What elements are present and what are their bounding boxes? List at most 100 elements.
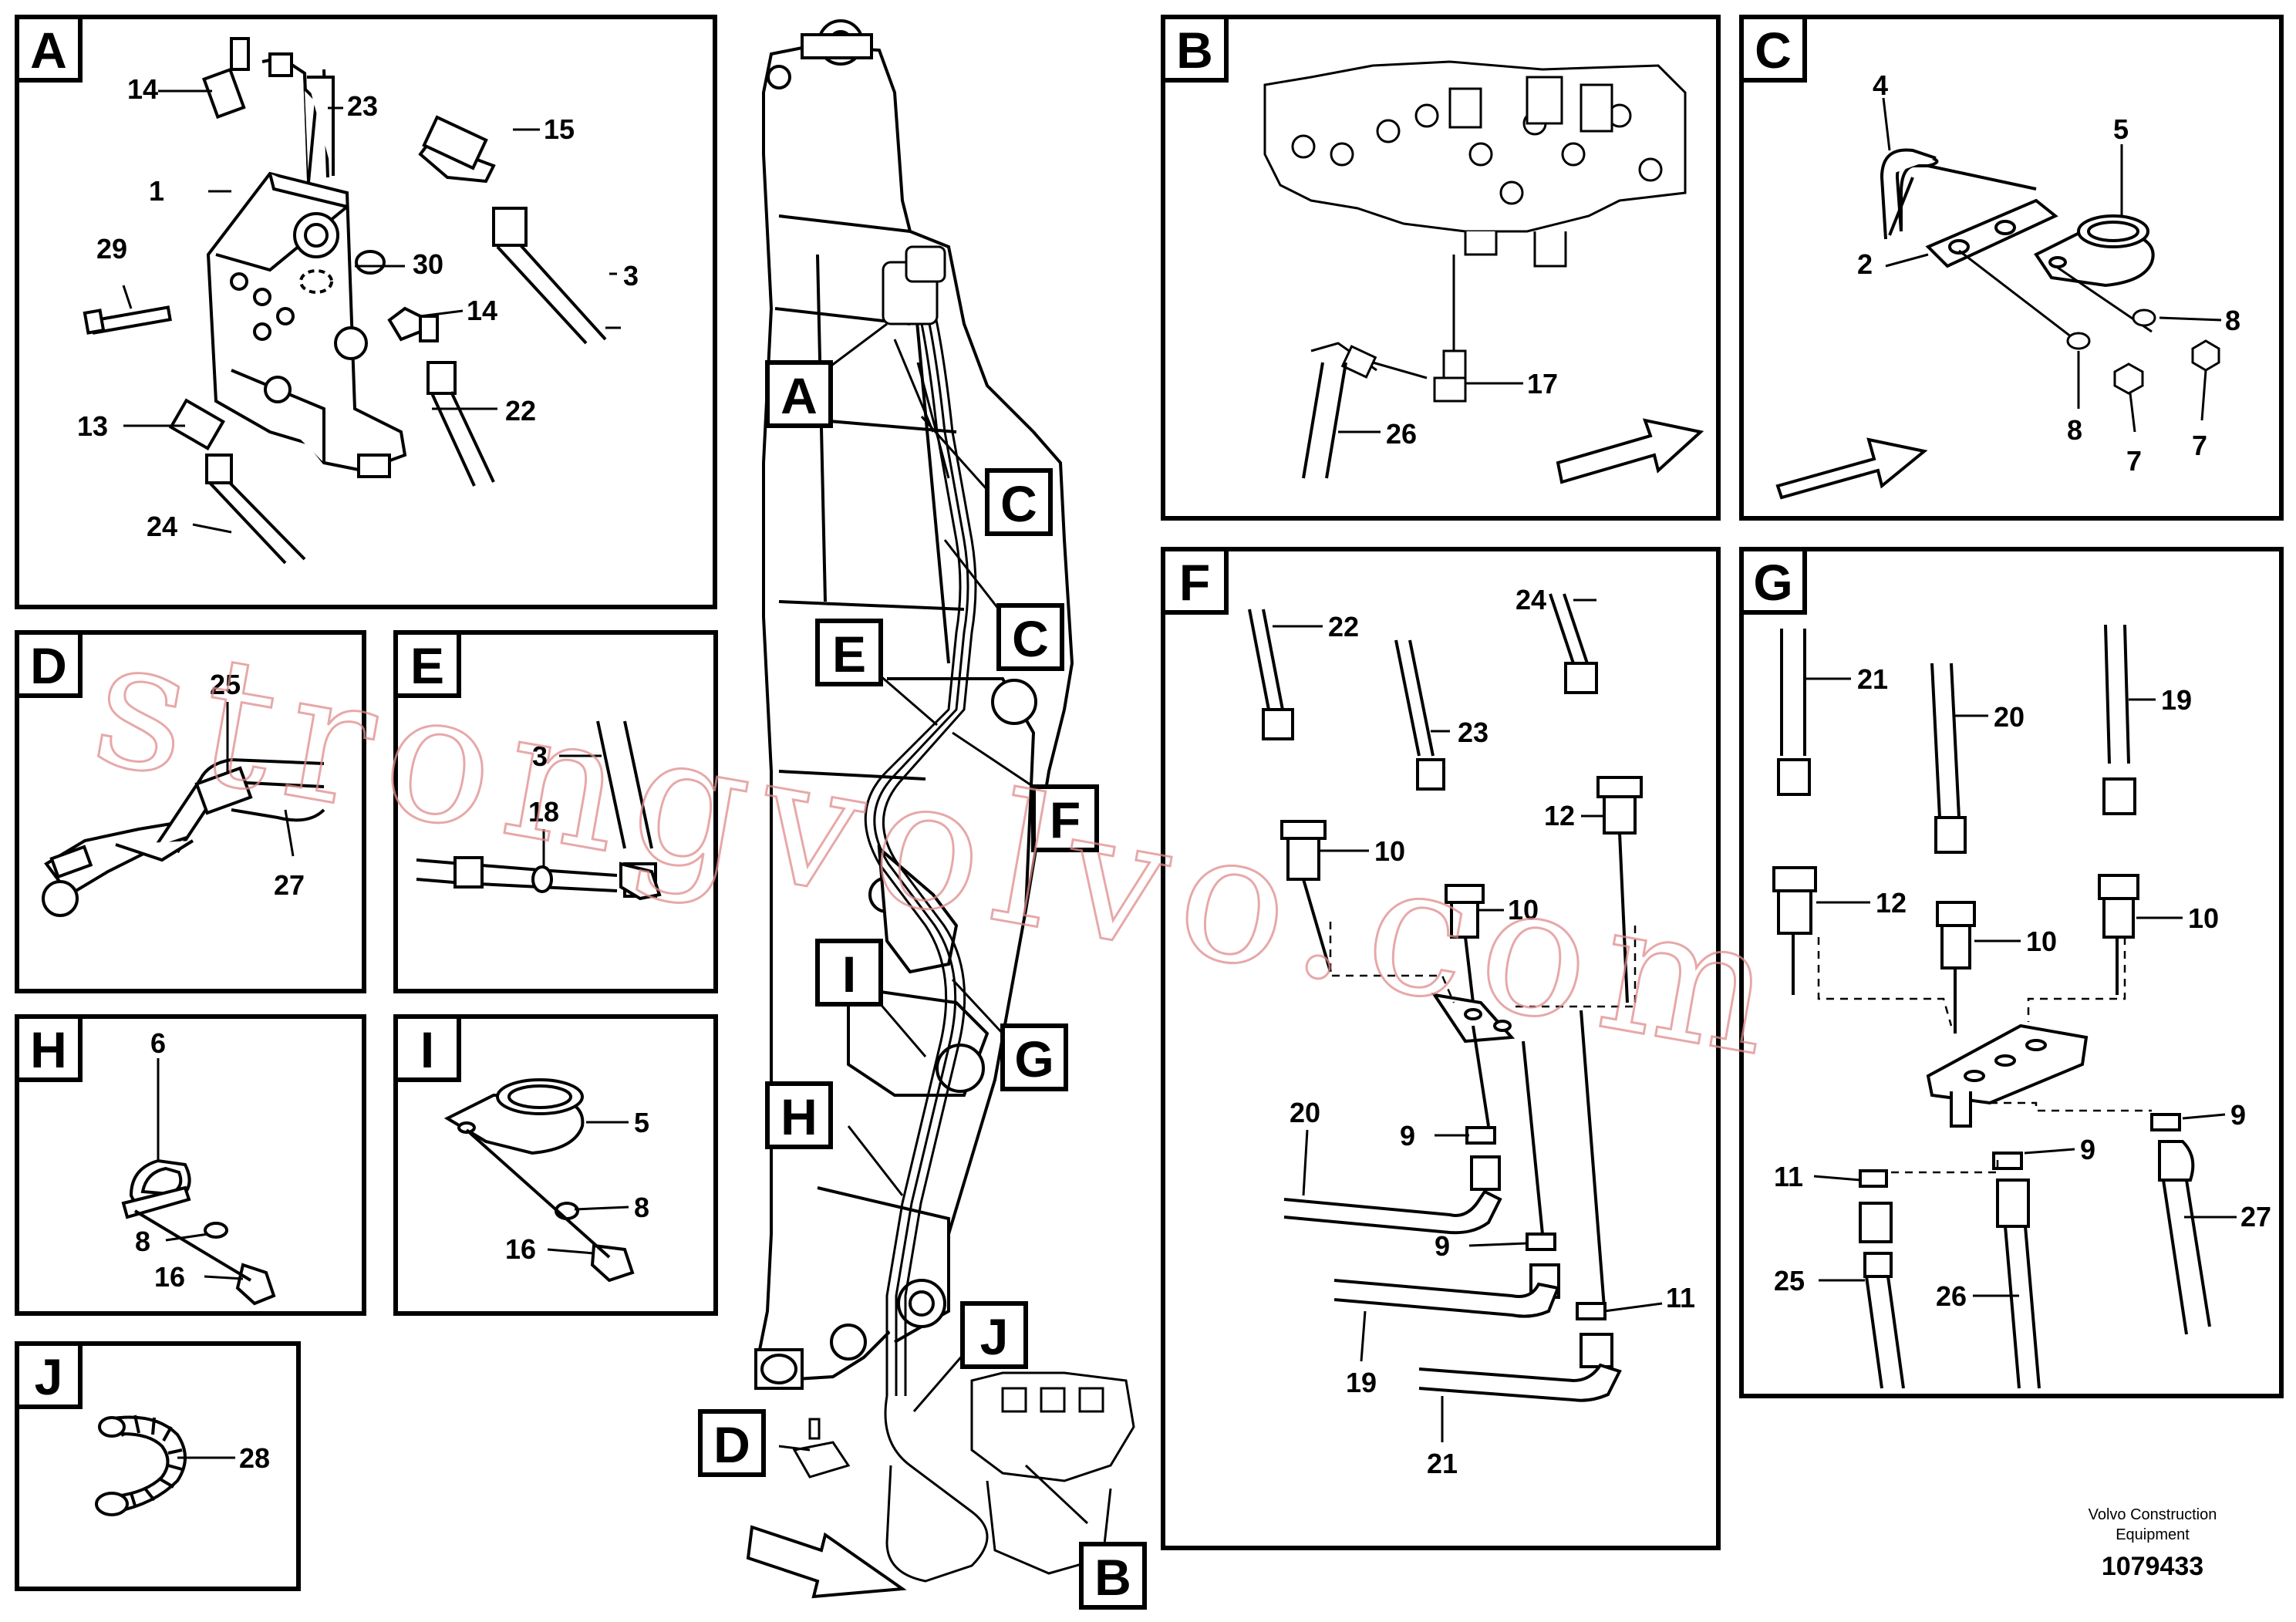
callout-f23: 23 <box>1458 717 1489 748</box>
panel-f-letter: F <box>1179 554 1210 611</box>
callout-f21: 21 <box>1427 1448 1458 1479</box>
callout-g12: 12 <box>1876 887 1907 919</box>
washers-nuts-c <box>1958 249 2220 395</box>
overview-tag-h: H <box>781 1088 818 1145</box>
overview-tag-i: I <box>842 946 856 1003</box>
callout-7b: 7 <box>2192 430 2207 461</box>
control-valve-block <box>1263 60 1687 268</box>
callout-5: 5 <box>2113 113 2129 145</box>
callout-15: 15 <box>544 113 575 145</box>
callout-f10a: 10 <box>1374 835 1405 867</box>
callout-g20: 20 <box>1994 701 2025 733</box>
panel-b-letter: B <box>1176 22 1213 79</box>
callout-f20: 20 <box>1290 1097 1320 1128</box>
overview-tag-f: F <box>1050 791 1081 848</box>
panel-e-letter: E <box>410 637 444 694</box>
callout-14: 14 <box>127 73 158 105</box>
callout-h16: 16 <box>154 1261 185 1293</box>
callout-g19: 19 <box>2161 684 2192 716</box>
overview-tag-d: D <box>713 1416 750 1473</box>
bolt-29 <box>83 305 172 335</box>
panel-i-letter: I <box>420 1021 434 1078</box>
overview-boom: A C C E F I G H J D B <box>698 19 1147 1610</box>
callouts-f: 22 24 23 12 10 10 20 9 9 11 19 21 <box>1290 584 1695 1479</box>
leaders-b <box>1338 382 1523 433</box>
panel-j-letter: J <box>35 1348 63 1405</box>
leaders-g <box>1805 677 2237 1297</box>
callout-24: 24 <box>147 511 177 542</box>
callout-h8: 8 <box>135 1226 150 1257</box>
callout-28: 28 <box>239 1442 270 1474</box>
leaders-f <box>1273 599 1663 1442</box>
leaders-e <box>542 754 602 868</box>
clamp-5 <box>2034 214 2155 288</box>
panel-j: J 28 <box>15 1341 301 1591</box>
callout-25: 25 <box>210 669 241 700</box>
fittings-b <box>1302 255 1467 479</box>
panel-g-letter: G <box>1753 554 1792 611</box>
callout-23: 23 <box>347 90 378 122</box>
callout-e3: 3 <box>532 740 548 772</box>
leaders-i <box>547 1121 629 1255</box>
callout-g25: 25 <box>1774 1265 1805 1297</box>
callout-13: 13 <box>77 410 108 442</box>
callout-27: 27 <box>274 869 305 901</box>
callout-1: 1 <box>149 175 164 207</box>
callout-g9b: 9 <box>2080 1134 2095 1165</box>
callout-8: 8 <box>2225 305 2240 336</box>
footer: Volvo Construction Equipment 1079433 <box>2089 1506 2217 1581</box>
callout-18: 18 <box>528 796 559 828</box>
overview-tag-g: G <box>1014 1030 1054 1088</box>
overview-tag-a: A <box>781 367 818 424</box>
overview-d-part <box>792 1418 851 1479</box>
callout-17: 17 <box>1527 368 1558 400</box>
overview-tag-c1: C <box>1000 475 1037 532</box>
callout-f24: 24 <box>1515 584 1546 615</box>
callout-f11: 11 <box>1666 1282 1695 1313</box>
panel-h-letter: H <box>30 1021 67 1078</box>
callout-3: 3 <box>623 260 639 292</box>
hoses-f <box>1248 593 1643 1402</box>
hose-3-fitting <box>416 720 662 901</box>
direction-arrow-b <box>1556 418 1704 484</box>
leaders-d <box>226 702 295 857</box>
callouts-g: 21 20 19 12 10 10 9 9 11 27 25 26 <box>1774 663 2271 1312</box>
callout-29: 29 <box>96 233 127 265</box>
callouts-a: 14 23 15 1 29 30 3 14 22 13 24 <box>77 73 639 542</box>
callout-i16: 16 <box>505 1233 536 1265</box>
callout-f9b: 9 <box>1435 1230 1450 1262</box>
panel-e: E 3 18 <box>393 630 718 993</box>
callout-f22: 22 <box>1328 611 1359 642</box>
hoses-g <box>1772 624 2211 1389</box>
overview-tag-c2: C <box>1012 610 1049 667</box>
callout-8b: 8 <box>2067 414 2082 446</box>
dashed-g <box>1817 937 2152 1174</box>
overview-direction-arrow <box>746 1525 907 1599</box>
panel-a: A <box>15 15 717 609</box>
callout-2: 2 <box>1857 248 1873 280</box>
leaders-h <box>157 1058 244 1280</box>
callout-f9a: 9 <box>1400 1120 1415 1152</box>
overview-tag-e: E <box>832 626 866 683</box>
overview-tag-j: J <box>980 1308 1009 1365</box>
callout-30: 30 <box>413 248 443 280</box>
dashed-f <box>1329 922 1637 1008</box>
panel-g: G <box>1739 547 2284 1398</box>
panel-a-letter: A <box>30 22 67 79</box>
overview-tag-b: B <box>1094 1549 1131 1606</box>
plate-2 <box>1925 198 2058 268</box>
callout-f10b: 10 <box>1508 894 1539 926</box>
callout-g26: 26 <box>1936 1280 1967 1312</box>
callout-7: 7 <box>2126 445 2142 477</box>
footer-drawing-number: 1079433 <box>2102 1552 2203 1581</box>
boom-hoses <box>864 277 989 1583</box>
panel-d-letter: D <box>30 637 67 694</box>
fittings-a <box>168 37 607 565</box>
footer-company-line2: Equipment <box>2116 1526 2190 1543</box>
overview-leaders <box>778 322 1089 1525</box>
overview-tags: A C C E F I G H J D B <box>698 360 1147 1610</box>
panel-d: D 25 27 <box>15 630 366 993</box>
callout-22: 22 <box>505 395 536 427</box>
panel-i: I 5 8 16 <box>393 1014 718 1316</box>
